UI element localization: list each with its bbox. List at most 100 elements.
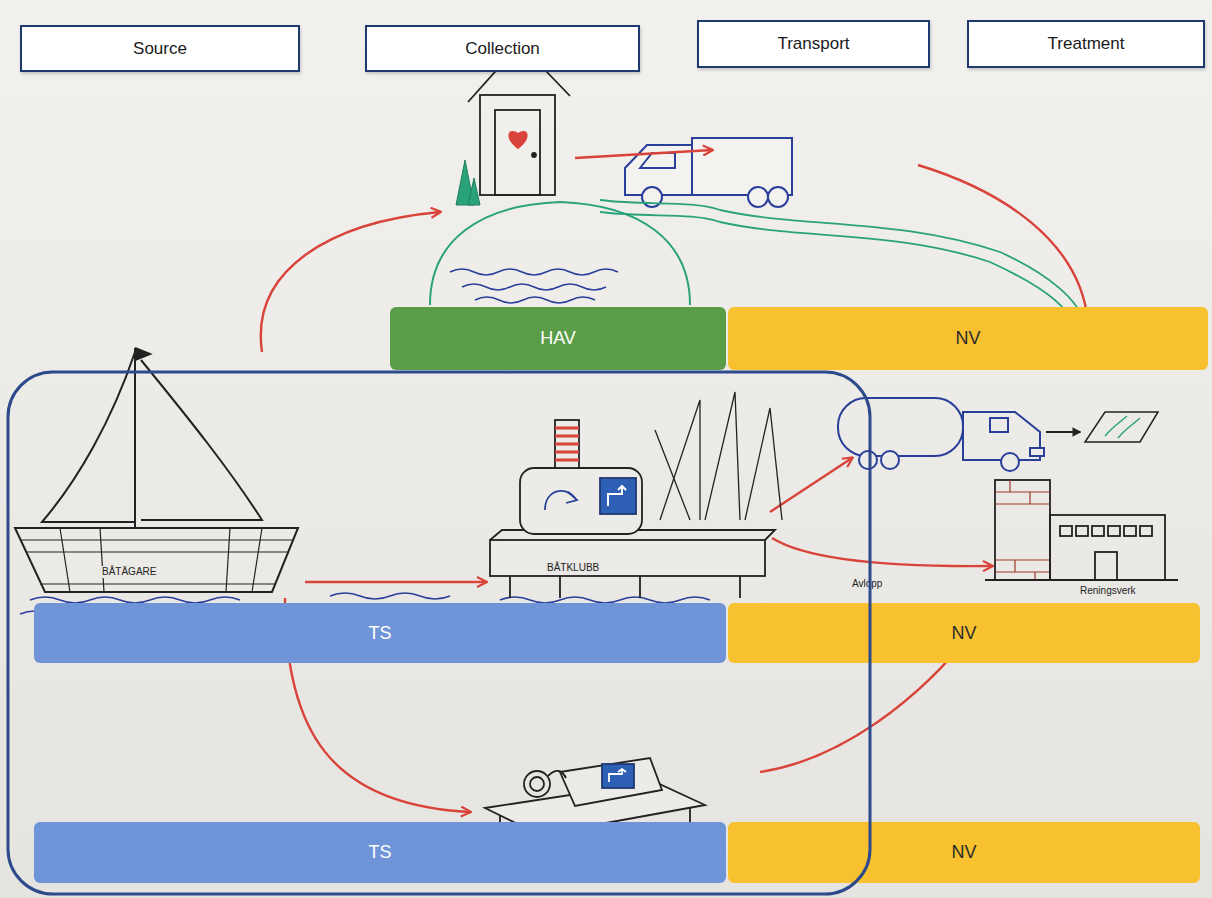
node-text: Treatment — [1048, 34, 1125, 54]
sailboat — [134, 348, 136, 528]
moored-sails — [655, 392, 782, 520]
boat-club-dock — [490, 540, 765, 576]
outhouse — [495, 110, 540, 195]
node-text: NV — [955, 328, 980, 349]
flow-arrow — [772, 538, 992, 566]
field — [1046, 412, 1158, 442]
column-header: Transport — [697, 20, 930, 68]
field — [1105, 416, 1140, 438]
authority-band: HAV — [390, 307, 726, 370]
tanker-truck — [838, 398, 1044, 471]
node-text: NV — [951, 842, 976, 863]
plant-label: Reningsverk — [1078, 585, 1138, 597]
tree — [456, 160, 480, 205]
sailboat — [15, 348, 298, 592]
pump-out-platform — [548, 771, 566, 778]
tanker-truck — [838, 398, 963, 456]
truck — [640, 153, 675, 168]
tanker-truck — [990, 418, 1008, 432]
treatment-plant — [1095, 552, 1117, 580]
treatment-plant — [1076, 526, 1088, 536]
treatment-plant — [1092, 526, 1104, 536]
pump-out-platform — [530, 777, 544, 791]
truck — [625, 138, 792, 207]
sewer-label: Avlopp — [850, 578, 884, 590]
field — [1046, 431, 1080, 433]
treatment-plant — [995, 480, 1050, 580]
pump-out-platform — [524, 771, 550, 797]
sailboat — [42, 352, 135, 522]
authority-band: NV — [728, 822, 1200, 883]
column-header: Source — [20, 25, 300, 72]
sailboat — [141, 360, 262, 520]
island-hill — [462, 284, 606, 290]
moored-sails — [705, 392, 740, 520]
island-hill — [430, 202, 690, 305]
boat-club-dock — [600, 478, 636, 514]
outhouse — [509, 132, 526, 148]
sailboat — [60, 528, 262, 592]
treatment-plant — [995, 480, 1050, 580]
tanker-truck — [881, 451, 899, 469]
treatment-plant — [1108, 526, 1120, 536]
treatment-plant — [1060, 526, 1072, 536]
flow-arrow — [770, 458, 852, 512]
sailboat — [20, 539, 293, 540]
boat-club-dock — [520, 468, 642, 534]
flow-arrow — [305, 581, 486, 583]
tree — [468, 178, 480, 205]
pump-out-platform — [609, 769, 626, 782]
transport-route — [600, 200, 1084, 322]
node-text: TS — [368, 842, 391, 863]
flow-arrow — [575, 150, 712, 158]
field — [1085, 412, 1158, 442]
column-header: Treatment — [967, 20, 1205, 68]
sailboat — [40, 583, 276, 584]
treatment-plant — [985, 579, 1178, 581]
owner-label: BÅTÄGARE — [100, 566, 158, 578]
authority-band: NV — [728, 603, 1200, 663]
flow-arrow — [918, 165, 1088, 322]
scope-outline — [8, 372, 870, 894]
column-header: Collection — [365, 25, 640, 72]
pump-out-platform — [560, 758, 662, 806]
authority-band: TS — [34, 603, 726, 663]
tanker-truck — [859, 451, 877, 469]
moored-sails — [745, 408, 782, 520]
flow-arrow — [261, 150, 1088, 812]
sailboat — [135, 348, 150, 360]
treatment-plant — [1140, 526, 1152, 536]
truck — [748, 187, 768, 207]
authority-band: NV — [728, 307, 1208, 370]
treatment-plant — [985, 480, 1178, 580]
boat-club-dock — [555, 428, 579, 460]
moored-sails — [655, 430, 690, 520]
treatment-plant — [1050, 515, 1165, 580]
pump-out-platform — [602, 764, 634, 788]
treatment-plant — [1124, 526, 1136, 536]
node-text: Collection — [465, 39, 540, 59]
island-hill — [475, 297, 595, 303]
outhouse — [532, 153, 536, 157]
sailboat — [26, 551, 288, 552]
outhouse — [480, 95, 555, 195]
node-text: TS — [368, 623, 391, 644]
boat-club-dock — [566, 492, 577, 503]
waves — [330, 593, 450, 599]
boat-club-dock — [555, 420, 579, 468]
node-text: NV — [951, 623, 976, 644]
truck — [768, 187, 788, 207]
node-text: Transport — [777, 34, 849, 54]
tanker-truck — [1001, 453, 1019, 471]
club-label: BÅTKLUBB — [545, 562, 601, 574]
tanker-truck — [963, 412, 1040, 460]
node-text: HAV — [540, 328, 576, 349]
boat-club-dock — [510, 576, 740, 598]
island-hill — [450, 269, 618, 275]
boat-club-dock — [490, 420, 775, 598]
sailboat — [15, 528, 298, 592]
